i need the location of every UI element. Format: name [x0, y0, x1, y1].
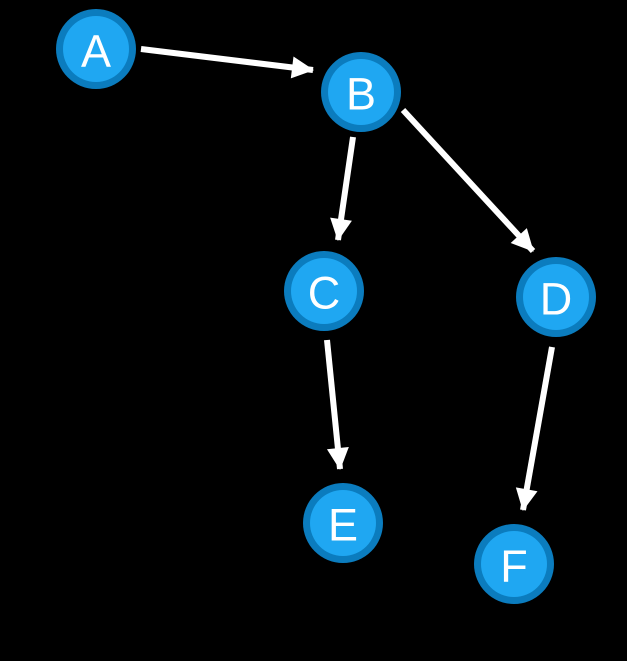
edge-A-B: [140, 46, 314, 79]
node-C[interactable]: C: [284, 251, 364, 331]
edge-C-E: [324, 339, 349, 470]
node-fill: [481, 531, 547, 597]
edge-B-D: [400, 107, 536, 254]
nodes-layer: A B C D E F: [56, 9, 596, 604]
edge-D-F: [515, 346, 555, 511]
edge-B-C: [330, 136, 356, 241]
node-fill: [328, 59, 394, 125]
node-F[interactable]: F: [474, 524, 554, 604]
node-fill: [523, 264, 589, 330]
node-D[interactable]: D: [516, 257, 596, 337]
node-A[interactable]: A: [56, 9, 136, 89]
node-fill: [291, 258, 357, 324]
node-B[interactable]: B: [321, 52, 401, 132]
edges-layer: [140, 46, 555, 511]
node-E[interactable]: E: [303, 483, 383, 563]
node-fill: [310, 490, 376, 556]
node-fill: [63, 16, 129, 82]
